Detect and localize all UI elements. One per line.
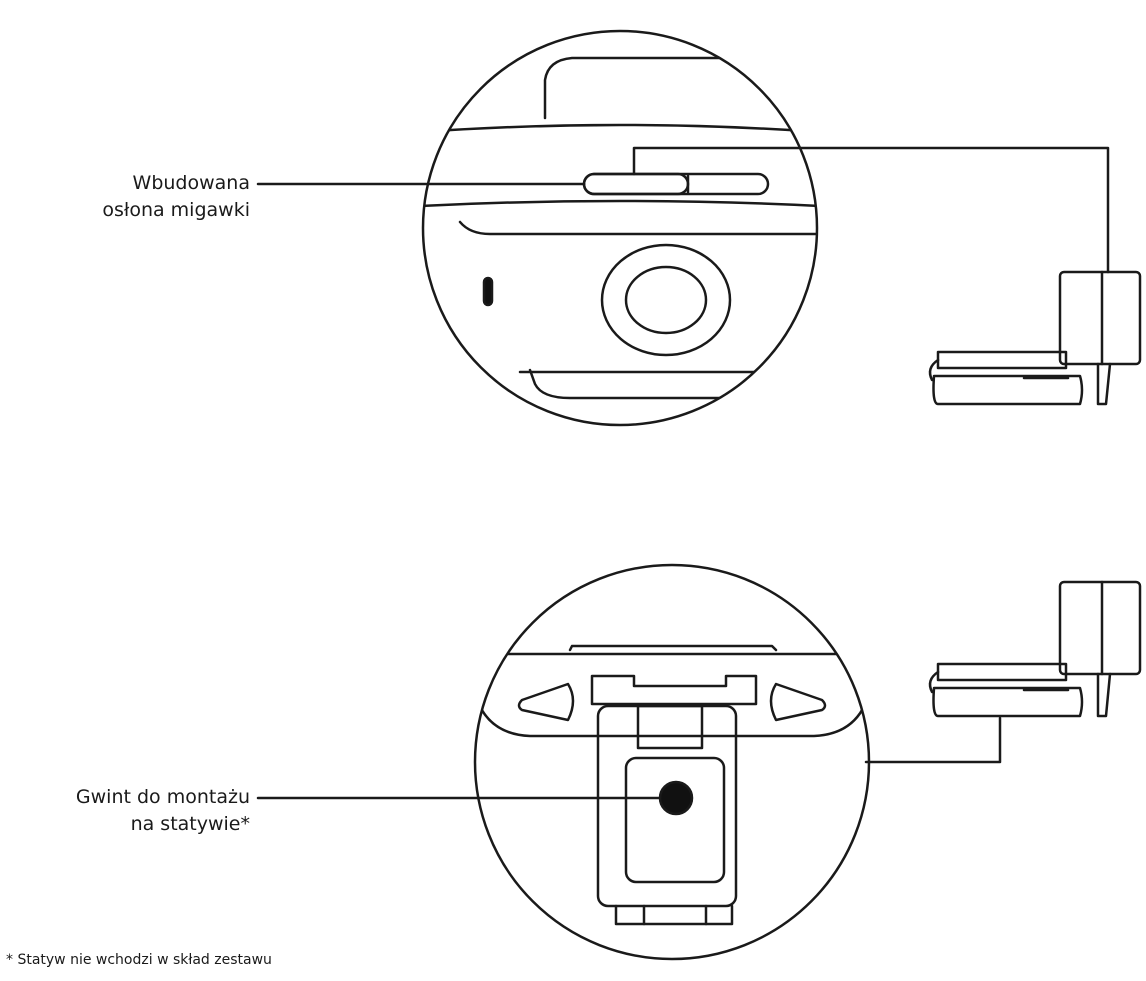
grip-left [517, 682, 575, 722]
camera-bezel [458, 220, 817, 236]
zoom-circle-front [421, 29, 819, 427]
side-clip-leg-2 [1096, 672, 1112, 718]
side-view-bottom [928, 580, 1142, 718]
camera-band-lower [423, 199, 817, 208]
shutter-slider-knob [582, 172, 690, 196]
footnote: * Statyw nie wchodzi w skład zestawu [6, 952, 272, 968]
tripod-thread-hole [658, 780, 694, 816]
camera-lens-outer [600, 243, 732, 357]
shutter-callout-line2: osłona migawki [102, 199, 250, 221]
shutter-callout: Wbudowana osłona migawki [40, 170, 250, 224]
base-band-curve [475, 678, 869, 738]
camera-bottom-base [528, 368, 817, 400]
mount-plate-inner [624, 756, 726, 884]
hinge-cap [590, 674, 758, 706]
shutter-callout-line1: Wbudowana [132, 172, 250, 194]
camera-top-housing [543, 56, 804, 124]
bottom-view-zoom [256, 563, 1002, 961]
mount-foot [614, 904, 734, 926]
tripod-callout-line1: Gwint do montażu [75, 786, 250, 808]
side-clip-hinge-2 [928, 670, 940, 694]
status-light [482, 276, 494, 307]
base-top-ridge [568, 644, 778, 652]
shutter-leader-to-sideview [632, 146, 1110, 274]
camera-upper-band [423, 123, 817, 134]
side-clip-leg [1096, 362, 1112, 406]
zoom-circle-bottom [473, 563, 871, 961]
tripod-leader-to-sideview [864, 716, 1002, 764]
mount-plate-notch [636, 704, 704, 750]
shutter-slider-track [582, 172, 770, 196]
side-view-top [928, 270, 1142, 406]
side-camera-body [1058, 270, 1142, 366]
front-view-zoom [256, 29, 1110, 427]
side-clip-arm [936, 350, 1068, 370]
side-clip-arm-2 [936, 662, 1068, 682]
side-clip-base-2 [932, 686, 1084, 718]
side-camera-body-2 [1058, 580, 1142, 676]
tripod-callout-line2: na statywie* [130, 813, 250, 835]
camera-lens-inner [624, 265, 708, 335]
tripod-callout: Gwint do montażu na statywie* [0, 784, 250, 838]
side-clip-base [932, 374, 1084, 406]
side-clip-hinge [928, 358, 940, 382]
grip-right [769, 682, 827, 722]
